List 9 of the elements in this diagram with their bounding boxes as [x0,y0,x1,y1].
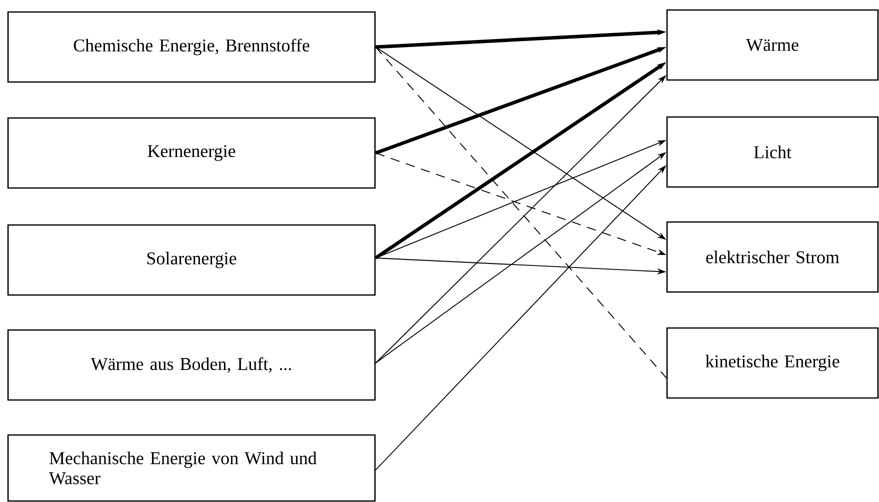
text-box: Chemische Energie, Brennstoffe [7,11,376,83]
text-box: Kernenergie [7,117,376,189]
text-box: Wärme [666,9,879,81]
text-box: Wärme aus Boden, Luft, ... [7,329,376,401]
text-box: elektrischer Strom [666,221,879,293]
text-box: kinetische Energie [666,327,879,399]
text-box: Solarenergie [7,224,376,296]
text-box: Mechanische Energie von Wind und Wasser [7,434,376,502]
text-box: Licht [666,116,879,188]
